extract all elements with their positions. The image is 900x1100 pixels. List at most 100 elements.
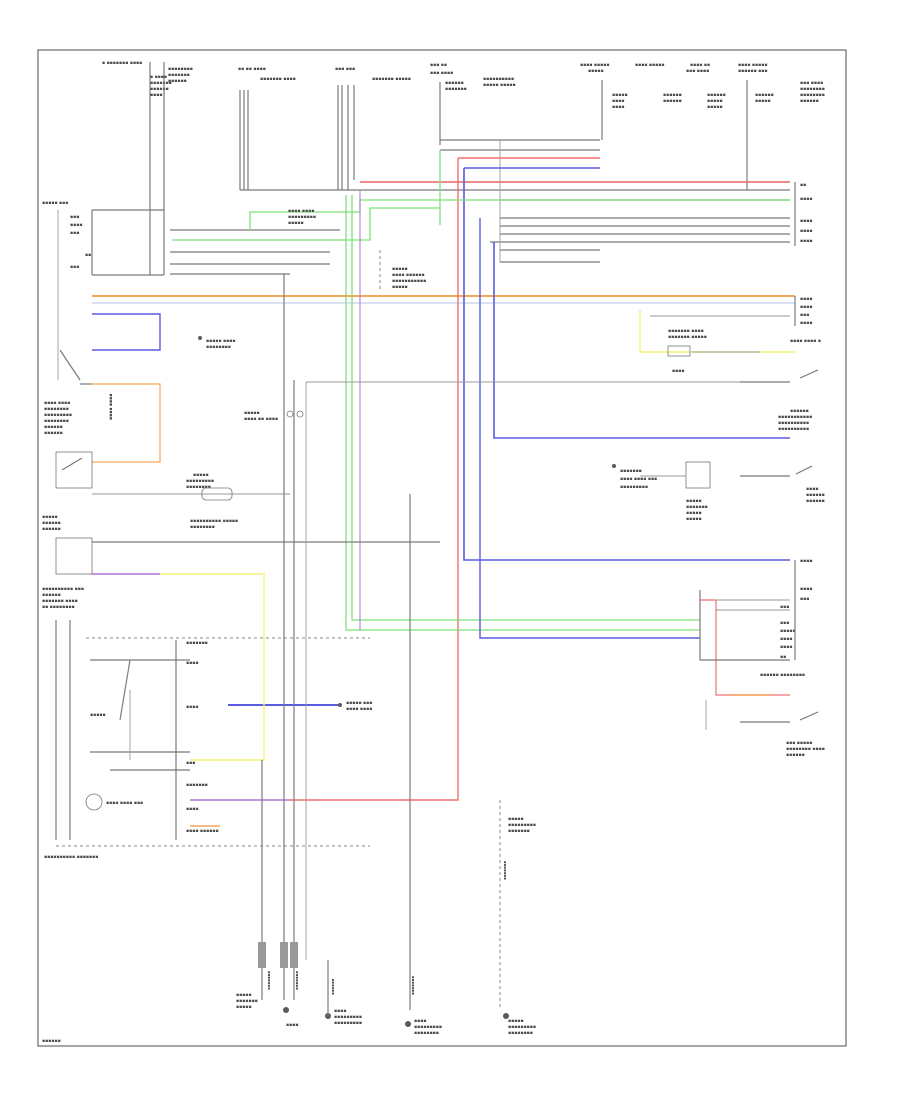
svg-text:▪▪▪▪▪▪: ▪▪▪▪▪▪ [663,99,682,104]
instrument-cluster: ▪▪▪▪ ▪▪▪▪ ▪▪▪ ▪▪▪▪▪ ▪▪▪▪▪▪▪ ▪▪▪▪ ▪▪▪▪ ▪▪… [44,620,372,860]
svg-text:▪▪▪▪: ▪▪▪▪ [780,637,792,642]
svg-text:▪▪▪▪▪▪▪ ▪▪▪▪▪: ▪▪▪▪▪▪▪ ▪▪▪▪▪ [372,77,411,82]
svg-text:▪▪▪▪▪: ▪▪▪▪▪ [288,221,304,226]
svg-text:▪▪▪▪▪▪▪▪: ▪▪▪▪▪▪▪▪ [800,87,825,92]
svg-text:▪▪▪▪▪▪: ▪▪▪▪▪▪ [707,93,726,98]
svg-text:▪▪▪▪: ▪▪▪▪ [780,645,792,650]
svg-text:▪▪▪▪: ▪▪▪▪ [70,223,82,228]
svg-text:▪▪▪▪▪▪▪: ▪▪▪▪▪▪▪ [266,971,271,990]
svg-text:▪▪ ▪▪▪▪▪▪▪▪: ▪▪ ▪▪▪▪▪▪▪▪ [42,605,75,610]
svg-text:▪▪▪▪▪▪▪▪▪: ▪▪▪▪▪▪▪▪▪ [334,1021,362,1026]
svg-text:▪▪▪▪ ▪▪▪▪▪▪: ▪▪▪▪ ▪▪▪▪▪▪ [186,829,219,834]
svg-text:▪▪▪▪▪: ▪▪▪▪▪ [707,99,723,104]
svg-text:▪▪▪▪▪▪▪▪: ▪▪▪▪▪▪▪▪ [414,1031,439,1036]
svg-text:▪▪▪▪▪▪▪ ▪▪▪▪: ▪▪▪▪▪▪▪ ▪▪▪▪ [42,599,78,604]
svg-text:▪▪▪▪▪▪: ▪▪▪▪▪▪ [330,978,335,995]
svg-text:▪▪▪▪▪▪: ▪▪▪▪▪▪ [168,79,187,84]
svg-text:▪▪▪ ▪▪▪▪▪: ▪▪▪ ▪▪▪▪▪ [786,741,812,746]
svg-text:▪▪▪▪▪▪▪▪▪: ▪▪▪▪▪▪▪▪▪ [508,823,536,828]
svg-text:▪▪▪▪: ▪▪▪▪ [800,321,812,326]
svg-text:▪▪▪▪ ▪▪: ▪▪▪▪ ▪▪ [690,63,710,68]
footer-label: ▪▪▪▪▪▪ [42,1039,61,1044]
svg-text:▪▪▪▪: ▪▪▪▪ [800,559,812,564]
svg-text:▪▪: ▪▪ [85,253,91,258]
svg-text:▪▪▪ ▪▪▪▪: ▪▪▪ ▪▪▪▪ [686,69,709,74]
svg-text:▪▪▪▪▪▪▪▪▪: ▪▪▪▪▪▪▪▪▪ [288,215,316,220]
svg-text:▪▪▪▪▪▪▪▪▪▪: ▪▪▪▪▪▪▪▪▪▪ [483,77,514,82]
svg-text:▪ ▪▪▪▪: ▪ ▪▪▪▪ [150,75,167,80]
top-harness-drops [149,62,748,275]
svg-text:▪▪▪▪: ▪▪▪▪ [800,229,812,234]
svg-text:▪▪ ▪▪ ▪▪▪▪: ▪▪ ▪▪ ▪▪▪▪ [238,67,266,72]
svg-text:▪▪: ▪▪ [800,183,806,188]
svg-text:▪▪▪▪ ▪▪▪▪: ▪▪▪▪ ▪▪▪▪ [346,707,372,712]
svg-text:▪▪▪▪▪▪▪▪▪: ▪▪▪▪▪▪▪▪▪ [620,485,648,490]
svg-text:▪▪▪▪▪: ▪▪▪▪▪ [193,473,209,478]
svg-text:▪▪▪▪: ▪▪▪▪ [672,369,684,374]
svg-text:▪▪▪▪▪▪▪: ▪▪▪▪▪▪▪ [508,829,530,834]
svg-text:▪▪▪▪▪▪: ▪▪▪▪▪▪ [42,593,61,598]
svg-text:▪▪▪▪: ▪▪▪▪ [800,219,812,224]
svg-text:▪▪▪▪▪▪▪▪▪▪ ▪▪▪▪▪: ▪▪▪▪▪▪▪▪▪▪ ▪▪▪▪▪ [190,519,238,524]
colored-wires [92,150,795,827]
svg-text:▪▪▪▪▪: ▪▪▪▪▪ [392,267,408,272]
svg-text:▪▪▪ ▪▪▪: ▪▪▪ ▪▪▪ [335,67,355,72]
ground-symbols [258,942,509,1027]
svg-text:▪▪▪: ▪▪▪ [70,265,79,270]
svg-text:▪▪▪▪▪: ▪▪▪▪▪ [686,517,702,522]
left-connector-block: ▪▪▪▪▪ ▪▪▪ ▪▪▪ ▪▪▪▪ ▪▪▪ ▪▪ ▪▪▪ [42,201,164,380]
svg-text:▪▪▪▪ ▪▪▪▪: ▪▪▪▪ ▪▪▪▪ [44,401,70,406]
svg-text:▪▪▪▪▪▪▪▪▪▪▪: ▪▪▪▪▪▪▪▪▪▪▪ [778,415,812,420]
svg-text:▪▪▪▪▪: ▪▪▪▪▪ [780,629,796,634]
svg-text:▪▪▪▪▪▪▪ ▪▪▪▪▪: ▪▪▪▪▪▪▪ ▪▪▪▪▪ [668,335,707,340]
svg-text:▪▪▪▪▪▪: ▪▪▪▪▪▪ [806,493,825,498]
svg-text:▪▪▪▪▪: ▪▪▪▪▪ [755,99,771,104]
svg-text:▪▪▪▪: ▪▪▪▪ [414,1019,426,1024]
svg-text:▪▪▪▪▪▪▪: ▪▪▪▪▪▪▪ [686,505,708,510]
svg-text:▪▪▪▪▪ ▪▪▪▪▪: ▪▪▪▪▪ ▪▪▪▪▪ [483,83,516,88]
svg-text:▪▪▪▪ ▪▪▪▪▪: ▪▪▪▪ ▪▪▪▪▪ [738,63,767,68]
diagram-frame [37,49,847,1047]
svg-text:▪▪▪: ▪▪▪ [780,605,789,610]
svg-text:▪▪▪▪▪▪: ▪▪▪▪▪▪ [663,93,682,98]
svg-text:▪▪▪▪▪▪▪▪▪: ▪▪▪▪▪▪▪▪▪ [44,413,72,418]
right-labels: ▪▪ ▪▪▪▪ ▪▪▪▪ ▪▪▪▪ ▪▪▪▪ ▪▪▪▪ ▪▪▪▪ ▪▪▪ ▪▪▪… [760,183,825,758]
svg-text:▪▪▪▪▪▪▪ ▪▪▪▪: ▪▪▪▪▪▪▪ ▪▪▪▪ [260,77,296,82]
svg-text:▪▪▪▪▪▪: ▪▪▪▪▪▪ [150,87,169,92]
svg-text:▪▪▪▪▪: ▪▪▪▪▪ [588,69,604,74]
svg-text:▪▪▪▪ ▪▪ ▪▪▪▪: ▪▪▪▪ ▪▪ ▪▪▪▪ [244,417,278,422]
svg-text:▪▪▪▪ ▪▪▪▪ ▪▪▪: ▪▪▪▪ ▪▪▪▪ ▪▪▪ [106,801,143,806]
svg-text:▪▪▪▪ ▪▪▪▪▪: ▪▪▪▪ ▪▪▪▪▪ [635,63,664,68]
svg-text:▪▪▪▪▪▪▪▪: ▪▪▪▪▪▪▪▪ [800,93,825,98]
svg-text:▪▪▪▪▪▪▪▪: ▪▪▪▪▪▪▪▪ [168,67,193,72]
svg-text:▪▪▪▪▪▪ ▪▪▪: ▪▪▪▪▪▪ ▪▪▪ [738,69,767,74]
svg-text:▪▪: ▪▪ [780,655,786,660]
svg-text:▪▪▪▪▪▪▪▪: ▪▪▪▪▪▪▪▪ [44,407,69,412]
svg-text:▪▪▪▪▪▪▪▪▪▪▪: ▪▪▪▪▪▪▪▪▪▪▪ [392,279,426,284]
svg-text:▪▪▪▪▪: ▪▪▪▪▪ [236,1005,252,1010]
left-components: ▪▪▪▪ ▪▪▪▪ ▪▪▪▪▪▪▪▪ ▪▪▪▪▪▪▪▪▪ ▪▪▪▪▪▪▪▪ ▪▪… [42,209,440,610]
svg-text:▪▪▪ ▪▪: ▪▪▪ ▪▪ [430,63,447,68]
svg-text:▪▪▪▪▪▪▪▪▪: ▪▪▪▪▪▪▪▪▪ [186,479,214,484]
svg-text:▪▪▪▪▪▪▪: ▪▪▪▪▪▪▪ [445,87,467,92]
svg-text:▪▪▪▪: ▪▪▪▪ [334,1009,346,1014]
svg-text:▪▪▪▪: ▪▪▪▪ [800,305,812,310]
svg-text:▪▪▪▪▪▪▪: ▪▪▪▪▪▪▪ [502,861,507,880]
svg-text:▪▪▪▪▪▪▪▪: ▪▪▪▪▪▪▪▪ [44,419,69,424]
svg-text:▪▪▪▪▪▪: ▪▪▪▪▪▪ [790,409,809,414]
svg-text:▪▪▪▪▪: ▪▪▪▪▪ [508,817,524,822]
svg-text:▪▪▪▪: ▪▪▪▪ [800,197,812,202]
svg-text:▪▪▪▪▪▪▪▪▪▪ ▪▪▪▪▪▪▪: ▪▪▪▪▪▪▪▪▪▪ ▪▪▪▪▪▪▪ [44,855,98,860]
svg-text:▪▪▪▪ ▪▪▪▪: ▪▪▪▪ ▪▪▪▪ [109,394,114,420]
svg-text:▪▪▪▪▪▪: ▪▪▪▪▪▪ [800,99,819,104]
svg-text:▪▪▪▪ ▪▪▪▪: ▪▪▪▪ ▪▪▪▪ [288,209,314,214]
svg-text:▪▪▪▪ ▪▪▪▪ ▪: ▪▪▪▪ ▪▪▪▪ ▪ [790,339,821,344]
svg-text:▪▪▪▪ ▪▪▪▪▪▪: ▪▪▪▪ ▪▪▪▪▪▪ [392,273,425,278]
svg-text:▪▪▪▪▪ ▪▪▪: ▪▪▪▪▪ ▪▪▪ [42,201,68,206]
svg-text:▪▪▪▪▪▪: ▪▪▪▪▪▪ [42,527,61,532]
svg-text:▪▪▪▪▪▪▪▪▪▪ ▪▪▪: ▪▪▪▪▪▪▪▪▪▪ ▪▪▪ [42,587,84,592]
svg-text:▪▪▪▪▪▪▪▪▪▪: ▪▪▪▪▪▪▪▪▪▪ [778,421,809,426]
svg-text:▪▪▪▪▪ ▪▪▪▪: ▪▪▪▪▪ ▪▪▪▪ [206,339,235,344]
svg-text:▪▪▪▪▪▪▪▪▪: ▪▪▪▪▪▪▪▪▪ [414,1025,442,1030]
